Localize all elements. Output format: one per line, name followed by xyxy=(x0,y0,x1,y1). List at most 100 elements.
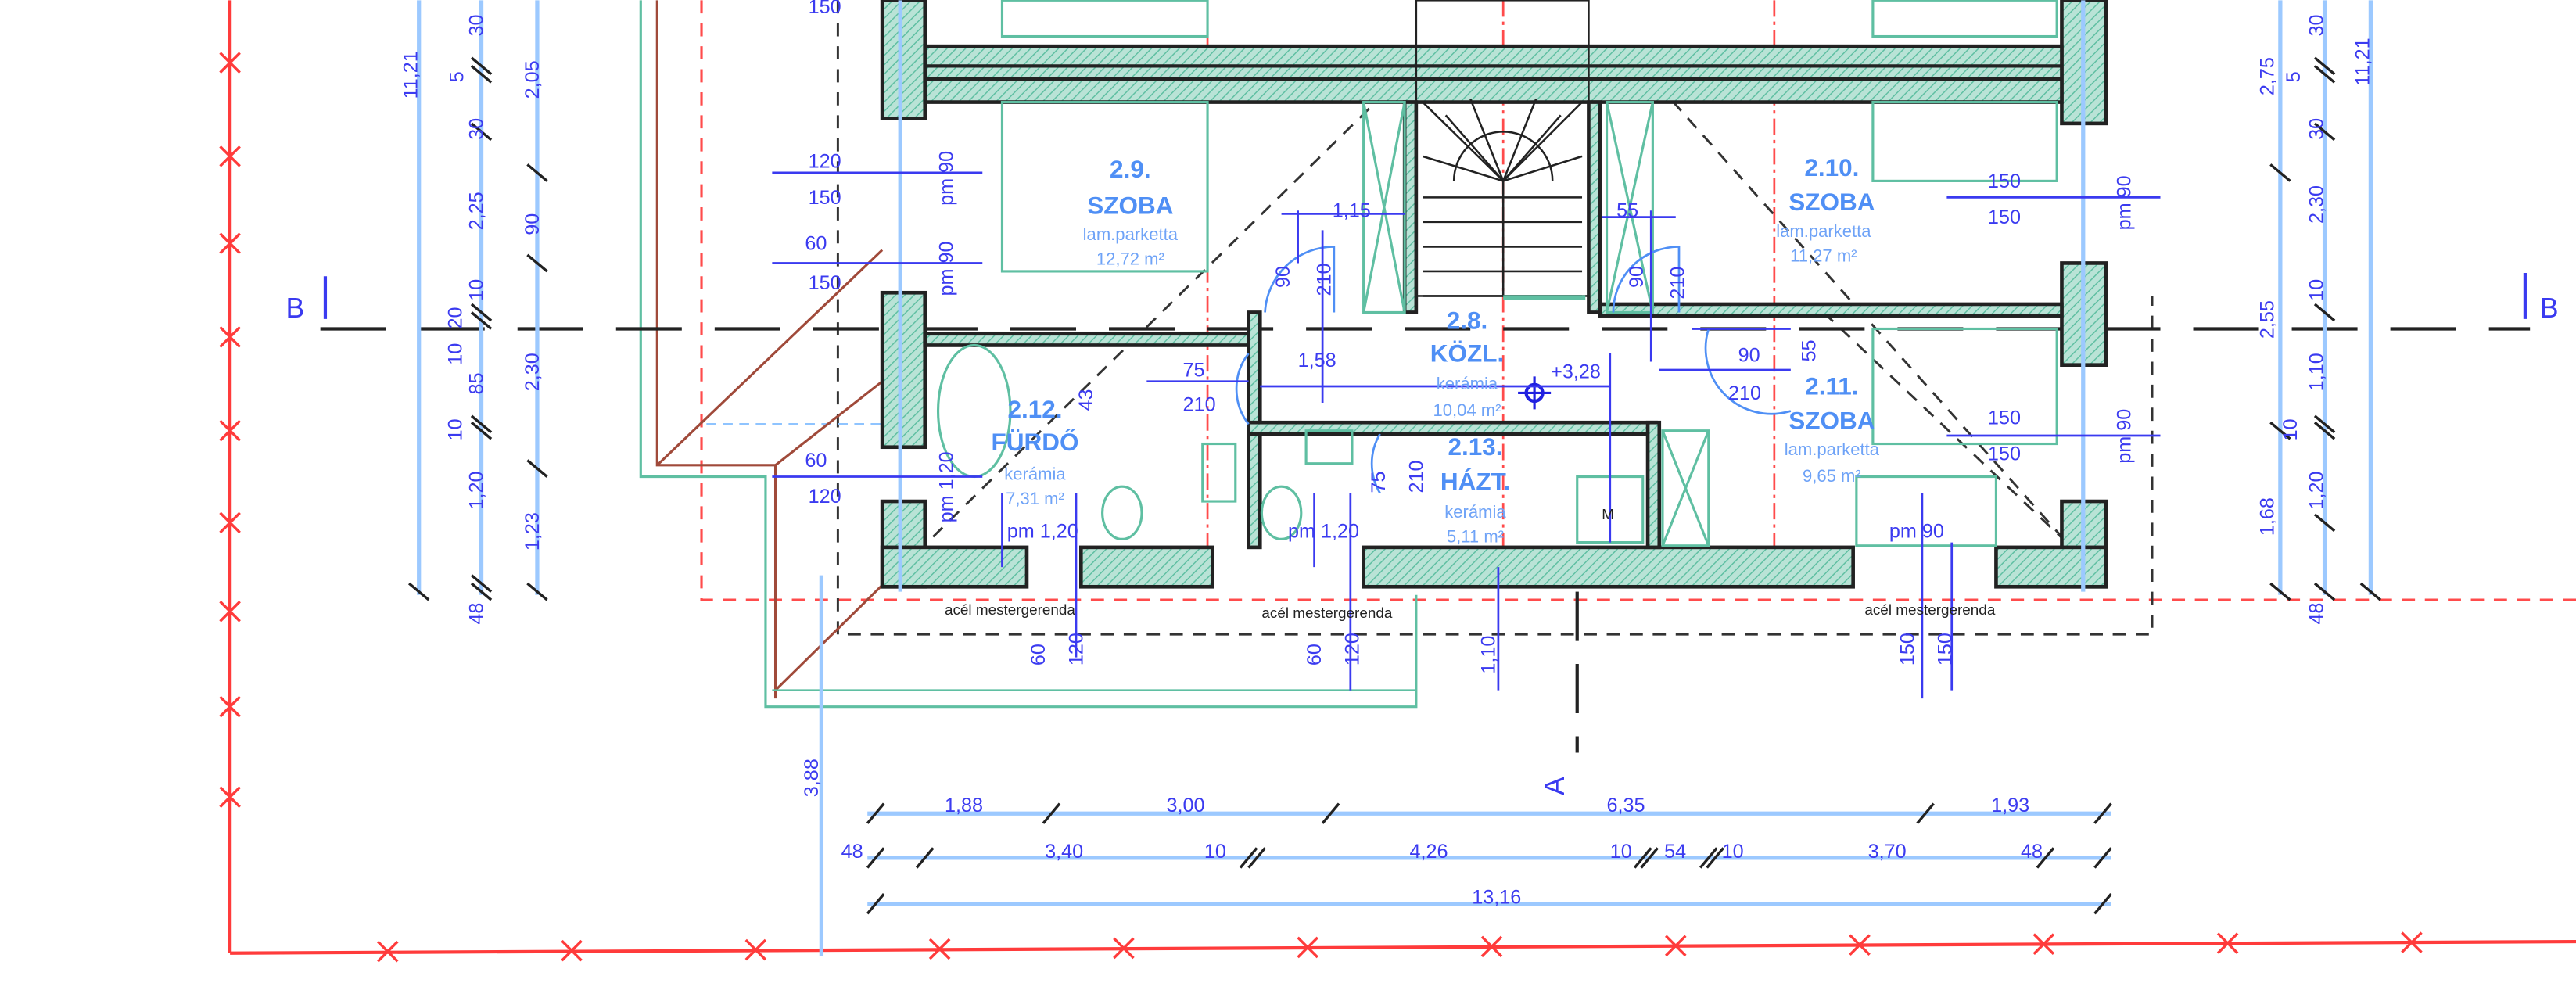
dimension-tick xyxy=(1706,847,1724,869)
boundary-marker-icon xyxy=(1297,936,1319,959)
dimension: 90 xyxy=(1272,266,1294,288)
dimension-tick xyxy=(470,311,493,330)
dimension: 75 xyxy=(1183,359,1205,381)
floor-finish: lam.parketta xyxy=(1776,221,1871,241)
room-name: SZOBA xyxy=(1788,407,1875,435)
dimension: 48 xyxy=(2021,841,2043,863)
dimension: 10 xyxy=(444,343,466,365)
room-area: 5,11 m² xyxy=(1447,527,1504,547)
beam-label: acél mestergerenda xyxy=(1864,602,1995,619)
dimension-tick xyxy=(408,582,430,601)
dimension-tick xyxy=(470,421,493,440)
dimension-tick xyxy=(470,574,493,593)
dimension: 60 xyxy=(1304,644,1326,666)
boundary-marker-icon xyxy=(219,145,241,167)
dimension-tick xyxy=(470,303,493,322)
dimension-tick xyxy=(470,414,493,434)
dimension: 75 xyxy=(1368,472,1390,493)
staircase xyxy=(1415,0,1590,297)
dimension: 30 xyxy=(466,15,488,37)
dimension-tick xyxy=(2313,421,2336,440)
dimension-tick xyxy=(866,802,885,824)
dimension: 150 xyxy=(1988,443,2021,465)
dimension: 43 xyxy=(1075,389,1097,411)
dimension: 30 xyxy=(2305,15,2327,37)
dimension-tick xyxy=(2313,582,2336,601)
dimension-tick xyxy=(1633,847,1652,869)
boundary-marker-icon xyxy=(744,938,767,961)
level-marker-icon xyxy=(1518,376,1552,410)
room-area: 10,04 m² xyxy=(1433,400,1501,420)
dimension: 10 xyxy=(2305,279,2327,301)
dimension: 1,58 xyxy=(1298,350,1336,371)
dimension-tick xyxy=(2036,847,2055,869)
dimension-tick xyxy=(1916,802,1935,824)
dimension: pm 1,20 xyxy=(1288,520,1359,542)
dimension: 90 xyxy=(1626,266,1648,288)
dimension: 5 xyxy=(2283,71,2305,82)
boundary-marker-icon xyxy=(219,695,241,718)
dimension: 10 xyxy=(1722,841,1744,863)
dimension: 20 xyxy=(444,307,466,328)
boundary-marker-icon xyxy=(2032,933,2055,955)
dimension: pm 1,20 xyxy=(1007,520,1078,542)
dimension: 30 xyxy=(2305,118,2327,140)
dimension: 30 xyxy=(466,118,488,140)
dimension: 10 xyxy=(1610,841,1632,863)
dimension: 1,20 xyxy=(2305,472,2327,510)
dimension: 120 xyxy=(1065,633,1087,666)
boundary-marker-icon xyxy=(2401,931,2423,953)
dimension-tick xyxy=(915,847,935,869)
room-number: 2.9. xyxy=(1110,155,1151,183)
dimension: 2,05 xyxy=(522,60,544,99)
boundary-marker-icon xyxy=(219,511,241,534)
dimension: 1,15 xyxy=(1333,200,1371,222)
dimension-tick xyxy=(866,893,885,915)
dimension: 10 xyxy=(1204,841,1226,863)
room-area: 12,72 m² xyxy=(1096,249,1164,269)
dimension: pm 1,20 xyxy=(935,451,957,522)
dimension: 10 xyxy=(444,418,466,440)
dimension: 150 xyxy=(1935,633,1957,666)
room-number: 2.12. xyxy=(1007,395,1062,423)
dimension: 90 xyxy=(522,213,544,235)
dimension-tick xyxy=(470,56,493,76)
room-number: 2.10. xyxy=(1804,153,1859,181)
dimension: 150 xyxy=(1988,407,2021,429)
dimension: 10 xyxy=(2280,418,2302,440)
dimension: pm 90 xyxy=(1889,520,1944,542)
dimension: 5 xyxy=(446,71,468,82)
dimension: 3,88 xyxy=(801,759,823,797)
dimension: pm 90 xyxy=(935,151,957,206)
dimension-tick xyxy=(1640,847,1659,869)
door-swings xyxy=(1235,246,1792,494)
beam-label: acél mestergerenda xyxy=(1261,605,1392,622)
dimension: 210 xyxy=(1728,382,1761,404)
dimension-tick xyxy=(1321,802,1340,824)
room-area: 11,27 m² xyxy=(1790,246,1857,265)
dimension-tick xyxy=(526,163,548,182)
boundary-marker-icon xyxy=(219,326,241,348)
dimension-tick xyxy=(866,847,885,869)
dimension: 13,16 xyxy=(1472,887,1521,909)
dimension-tick xyxy=(2313,56,2336,76)
dimension-tick xyxy=(1042,802,1061,824)
boundary-marker-icon xyxy=(1480,935,1503,958)
section-label-b: B xyxy=(2540,292,2559,324)
room-number: 2.8. xyxy=(1447,306,1488,334)
dimension-tick xyxy=(2359,582,2382,601)
dimension: 11,21 xyxy=(400,51,422,99)
dimension: 55 xyxy=(1798,339,1820,361)
dimension: 3,70 xyxy=(1868,841,1907,863)
boundary-marker-icon xyxy=(219,786,241,808)
dimension-tick xyxy=(2093,847,2112,869)
dimension: 60 xyxy=(805,450,827,472)
floor-finish: kerámia xyxy=(1444,502,1506,522)
dimension: 54 xyxy=(1664,841,1686,863)
boundary-marker-icon xyxy=(928,938,951,960)
dimension-tick xyxy=(2269,163,2291,182)
dimension-tick xyxy=(2269,421,2291,440)
dimension-tick xyxy=(2313,122,2336,142)
